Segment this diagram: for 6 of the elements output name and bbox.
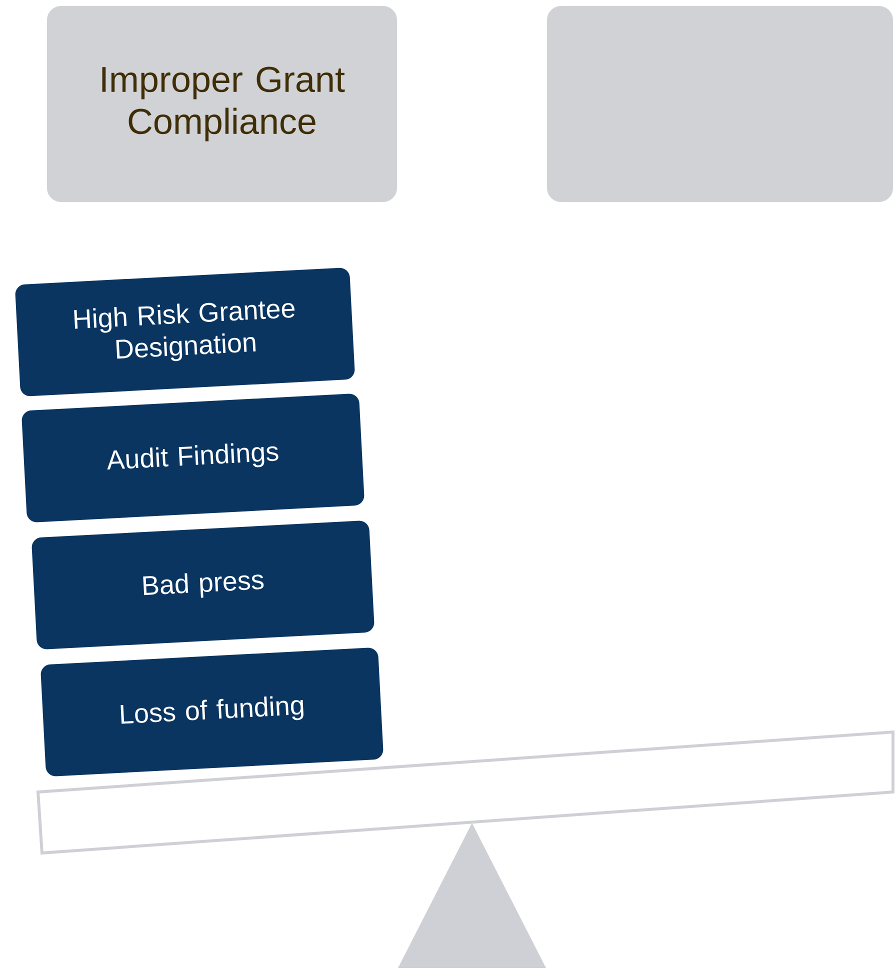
consequence-block: High Risk Grantee Designation bbox=[15, 268, 355, 396]
consequence-block: Loss of funding bbox=[40, 648, 384, 776]
title-box: Improper Grant Compliance bbox=[47, 6, 397, 202]
consequence-block: Bad press bbox=[32, 520, 374, 650]
empty-box bbox=[547, 6, 893, 202]
consequence-block: Audit Findings bbox=[22, 394, 364, 522]
